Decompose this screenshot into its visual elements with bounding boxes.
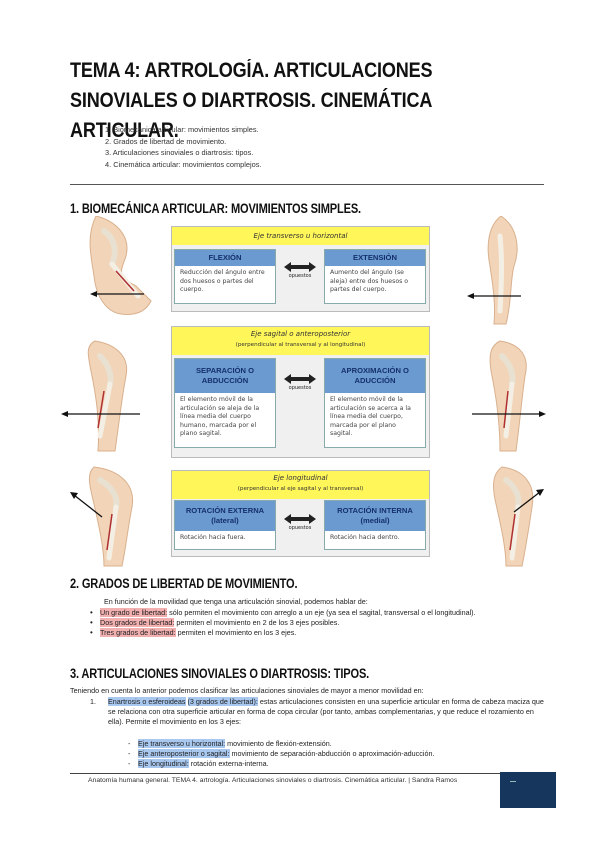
- hip-external-rotation-illustration: [70, 466, 134, 567]
- opposite-label: opuestos: [288, 525, 312, 531]
- axis-name: Eje sagital o anteroposterior: [250, 330, 351, 338]
- degrees-of-freedom-list: Un grado de libertad: sólo permiten el m…: [90, 608, 545, 638]
- movement-external-rotation: ROTACIÓN EXTERNA (lateral) Rotación haci…: [174, 500, 276, 550]
- movement-internal-rotation: ROTACIÓN INTERNA (medial) Rotación hacia…: [324, 500, 426, 550]
- movement-title: APROXIMACIÓN O ADUCCIÓN: [325, 359, 425, 393]
- movement-title: ROTACIÓN INTERNA (medial): [325, 501, 425, 531]
- hip-abduction-illustration: [61, 340, 140, 452]
- highlighted-term: Tres grados de libertad:: [100, 628, 176, 637]
- axis-label: Eje sagital o anteroposterior (perpendic…: [172, 327, 429, 355]
- movement-title: SEPARACIÓN O ABDUCCIÓN: [175, 359, 275, 393]
- movement-description: Rotación hacia dentro.: [325, 531, 425, 549]
- footer-divider: [70, 773, 500, 774]
- movement-description: Aumento del ángulo (se aleja) entre dos …: [325, 266, 425, 303]
- list-item: Eje transverso u horizontal: movimiento …: [128, 739, 548, 749]
- toc-item: 2. Grados de libertad de movimiento.: [105, 136, 227, 146]
- footer-page-mark: [510, 781, 516, 786]
- axis-name: Eje longitudinal: [273, 474, 328, 482]
- movement-title: EXTENSIÓN: [325, 250, 425, 266]
- movement-description: El elemento móvil de la articulación se …: [175, 393, 275, 447]
- page-title: TEMA 4: ARTROLOGÍA. ARTICULACIONES SINOV…: [70, 59, 433, 142]
- item-text: rotación externa-interna.: [188, 759, 269, 768]
- hip-extension-illustration: [467, 216, 521, 325]
- item-text: permiten el movimiento en los 3 ejes.: [175, 628, 297, 637]
- movement-description: El elemento móvil de la articulación se …: [325, 393, 425, 447]
- hip-flexion-illustration: [89, 216, 152, 315]
- movement-flexion: FLEXIÓN Reducción del ángulo entre dos h…: [174, 249, 276, 304]
- footer-page-block: [500, 772, 556, 808]
- hip-adduction-illustration: [472, 340, 546, 452]
- list-item: Dos grados de libertad: permiten el movi…: [90, 618, 545, 628]
- movement-extension: EXTENSIÓN Aumento del ángulo (se aleja) …: [324, 249, 426, 304]
- highlighted-term: Dos grados de libertad:: [100, 618, 175, 627]
- table-of-contents: 1. Biomecánica articular: movimientos si…: [105, 124, 262, 170]
- movement-abduction: SEPARACIÓN O ABDUCCIÓN El elemento móvil…: [174, 358, 276, 448]
- axis-label: Eje longitudinal (perpendicular al eje s…: [172, 471, 429, 499]
- movement-description: Rotación hacia fuera.: [175, 531, 275, 549]
- movement-adduction: APROXIMACIÓN O ADUCCIÓN El elemento móvi…: [324, 358, 426, 448]
- highlighted-term: Enartrosis o esferoideas: [108, 697, 186, 706]
- toc-item: 3. Articulaciones sinoviales o diartrosi…: [105, 148, 254, 157]
- section-2-intro: En función de la movilidad que tenga una…: [104, 597, 368, 606]
- item-text: movimiento de separación-abducción o apr…: [229, 749, 435, 758]
- opposite-arrow: opuestos: [282, 512, 318, 531]
- section-1-heading: 1. BIOMECÁNICA ARTICULAR: MOVIMIENTOS SI…: [70, 201, 361, 216]
- opposite-arrow: opuestos: [282, 372, 318, 391]
- item-text: sólo permiten el movimiento con arreglo …: [167, 608, 476, 617]
- axis-label: Eje transverso u horizontal: [172, 227, 429, 245]
- axis-note: (perpendicular al eje sagital y al trans…: [237, 486, 364, 492]
- list-item: Eje anteroposterior o sagital: movimient…: [128, 749, 548, 759]
- axis-note: (perpendicular al transversal y al longi…: [235, 342, 366, 348]
- enarthrosis-paragraph: Enartrosis o esferoideas (3 grados de li…: [108, 697, 545, 727]
- section-3-intro: Teniendo en cuenta lo anterior podemos c…: [70, 686, 424, 695]
- movement-title: FLEXIÓN: [175, 250, 275, 266]
- movement-description: Reducción del ángulo entre dos huesos o …: [175, 266, 275, 303]
- opposite-label: opuestos: [288, 273, 312, 279]
- highlighted-term: (3 grados de libertad):: [187, 697, 258, 706]
- item-text: permiten el movimiento en 2 de los 3 eje…: [174, 618, 340, 627]
- highlighted-term: Eje longitudinal:: [138, 759, 189, 768]
- item-number: 1.: [90, 697, 96, 706]
- opposite-arrow: opuestos: [282, 260, 318, 279]
- toc-item: 1. Biomecánica articular: movimientos si…: [105, 125, 259, 134]
- highlighted-term: Eje anteroposterior o sagital:: [138, 749, 230, 758]
- highlighted-term: Eje transverso u horizontal:: [138, 739, 226, 748]
- section-3-heading: 3. ARTICULACIONES SINOVIALES O DIARTROSI…: [70, 666, 370, 681]
- item-text: estas articulaciones consisten en una su…: [108, 697, 544, 726]
- opposite-label: opuestos: [288, 385, 312, 391]
- enarthrosis-axes-list: Eje transverso u horizontal: movimiento …: [128, 739, 548, 769]
- hip-internal-rotation-illustration: [493, 466, 544, 567]
- item-text: movimiento de flexión-extensión.: [225, 739, 332, 748]
- list-item: Un grado de libertad: sólo permiten el m…: [90, 608, 545, 618]
- highlighted-term: Un grado de libertad:: [100, 608, 168, 617]
- section-2-heading: 2. GRADOS DE LIBERTAD DE MOVIMIENTO.: [70, 576, 298, 591]
- footer-text: Anatomía humana general. TEMA 4. artrolo…: [88, 777, 458, 784]
- title-divider: [70, 184, 544, 185]
- list-item: Eje longitudinal: rotación externa-inter…: [128, 759, 548, 769]
- toc-item: 4. Cinemática articular: movimientos com…: [105, 159, 262, 169]
- list-item: Tres grados de libertad: permiten el mov…: [90, 628, 545, 638]
- movement-title: ROTACIÓN EXTERNA (lateral): [175, 501, 275, 531]
